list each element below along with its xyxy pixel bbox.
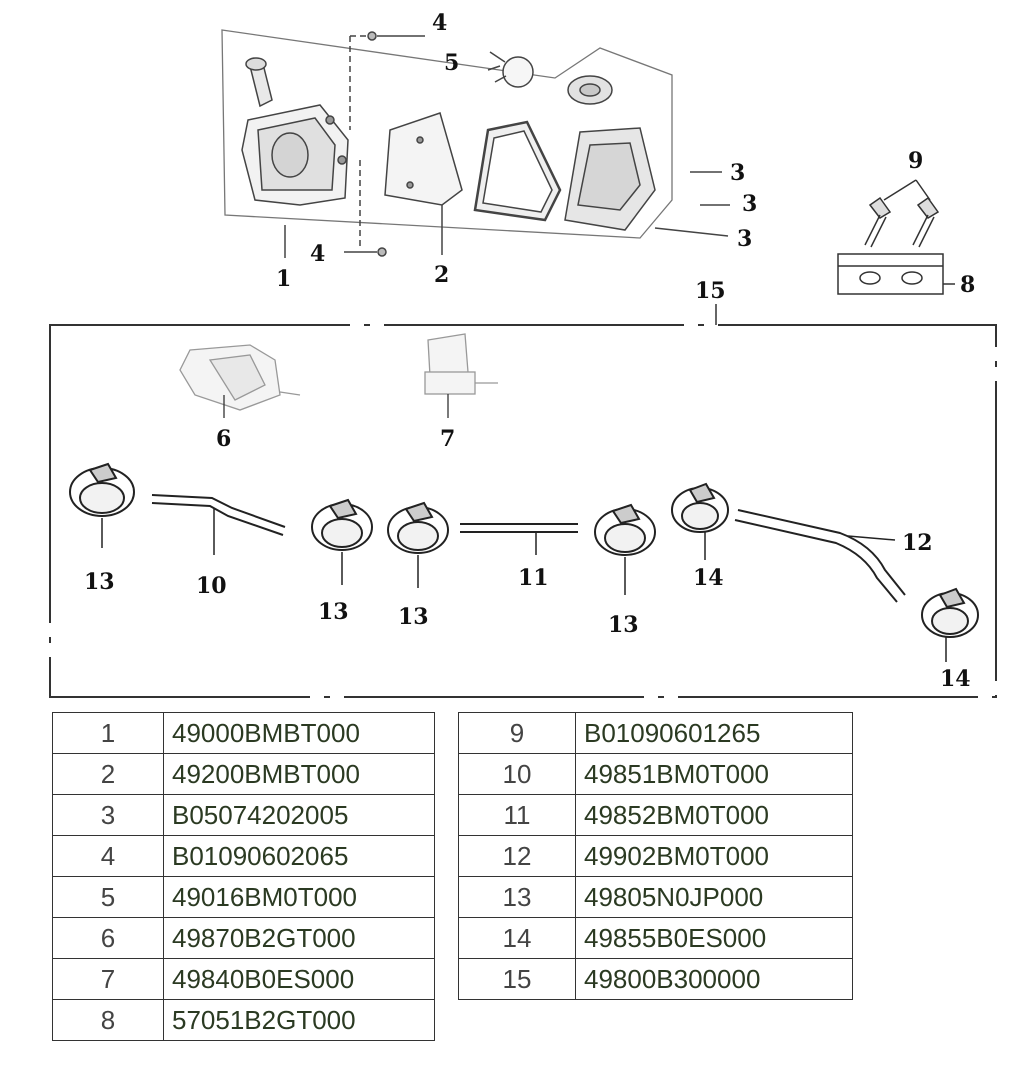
part-code: 49016BM0T000 <box>163 876 435 918</box>
callout-3-c: 3 <box>737 226 752 252</box>
oring-part-5 <box>487 51 534 88</box>
callout-12: 12 <box>902 530 933 556</box>
callout-13-c: 13 <box>398 604 429 630</box>
part-number: 5 <box>52 876 164 918</box>
part-code: 49000BMBT000 <box>163 712 435 754</box>
clamp-part-13-c <box>387 501 449 588</box>
clamp-part-13-b <box>311 498 373 585</box>
housing-part-1 <box>241 57 349 206</box>
part-code: 49800B300000 <box>575 958 853 1000</box>
callout-9: 9 <box>908 148 923 174</box>
cover <box>564 75 656 231</box>
hose-part-12 <box>734 509 906 603</box>
callout-8: 8 <box>960 272 975 298</box>
part-number: 3 <box>52 794 164 836</box>
part-number: 12 <box>458 835 576 877</box>
callout-14-a: 14 <box>693 565 724 591</box>
callout-5: 5 <box>444 50 459 76</box>
part-code: 49855B0ES000 <box>575 917 853 959</box>
assembly-outline <box>221 29 673 239</box>
callout-13-d: 13 <box>608 612 639 638</box>
part-code: 49902BM0T000 <box>575 835 853 877</box>
callout-3-b: 3 <box>742 191 757 217</box>
callout-7: 7 <box>440 426 455 452</box>
kit-box-15 <box>49 304 997 698</box>
part-code: 49200BMBT000 <box>163 753 435 795</box>
valve-part-6 <box>179 344 301 418</box>
callout-13-a: 13 <box>84 569 115 595</box>
callout-11: 11 <box>518 565 549 591</box>
part-number: 9 <box>458 712 576 754</box>
callout-14-b: 14 <box>940 666 971 692</box>
part-code: 49805N0JP000 <box>575 876 853 918</box>
part-number: 13 <box>458 876 576 918</box>
part-code: B01090602065 <box>163 835 435 877</box>
clamp-part-13-d <box>594 503 656 595</box>
callout-3-a: 3 <box>730 160 745 186</box>
part-number: 6 <box>52 917 164 959</box>
clamp-part-14-a <box>671 482 729 560</box>
callout-6: 6 <box>216 426 231 452</box>
callout-10: 10 <box>196 573 227 599</box>
pipe-part-11 <box>460 523 578 555</box>
part-number: 8 <box>52 999 164 1041</box>
screw-part-4-bottom <box>344 247 387 257</box>
bolt-part-9-left <box>864 196 892 248</box>
callout-2: 2 <box>434 262 449 288</box>
bracket-part-8 <box>837 253 955 295</box>
part-number: 15 <box>458 958 576 1000</box>
bracket-assembly <box>837 179 955 295</box>
callout-4-a: 4 <box>432 10 447 36</box>
clamp-part-14-b <box>921 587 979 662</box>
part-number: 1 <box>52 712 164 754</box>
part-code: 49870B2GT000 <box>163 917 435 959</box>
bolt-part-9-right <box>912 196 940 248</box>
clamp-part-13-a <box>69 462 135 548</box>
callout-4-b: 4 <box>310 241 325 267</box>
filter-frame <box>473 120 562 222</box>
part-number: 10 <box>458 753 576 795</box>
air-cleaner-assembly <box>221 29 730 258</box>
callout-1: 1 <box>276 266 291 292</box>
part-code: B05074202005 <box>163 794 435 836</box>
part-number: 11 <box>458 794 576 836</box>
part-code: 49852BM0T000 <box>575 794 853 836</box>
part-number: 14 <box>458 917 576 959</box>
part-code: 49851BM0T000 <box>575 753 853 795</box>
filter-part-2 <box>384 112 463 206</box>
part-number: 7 <box>52 958 164 1000</box>
part-code: B01090601265 <box>575 712 853 754</box>
part-number: 4 <box>52 835 164 877</box>
hose-part-10 <box>151 494 286 555</box>
screw-part-4-top <box>367 31 425 41</box>
valve-part-7 <box>424 333 498 418</box>
part-code: 57051B2GT000 <box>163 999 435 1041</box>
part-code: 49840B0ES000 <box>163 958 435 1000</box>
callout-13-b: 13 <box>318 599 349 625</box>
part-number: 2 <box>52 753 164 795</box>
callout-15: 15 <box>695 278 726 304</box>
